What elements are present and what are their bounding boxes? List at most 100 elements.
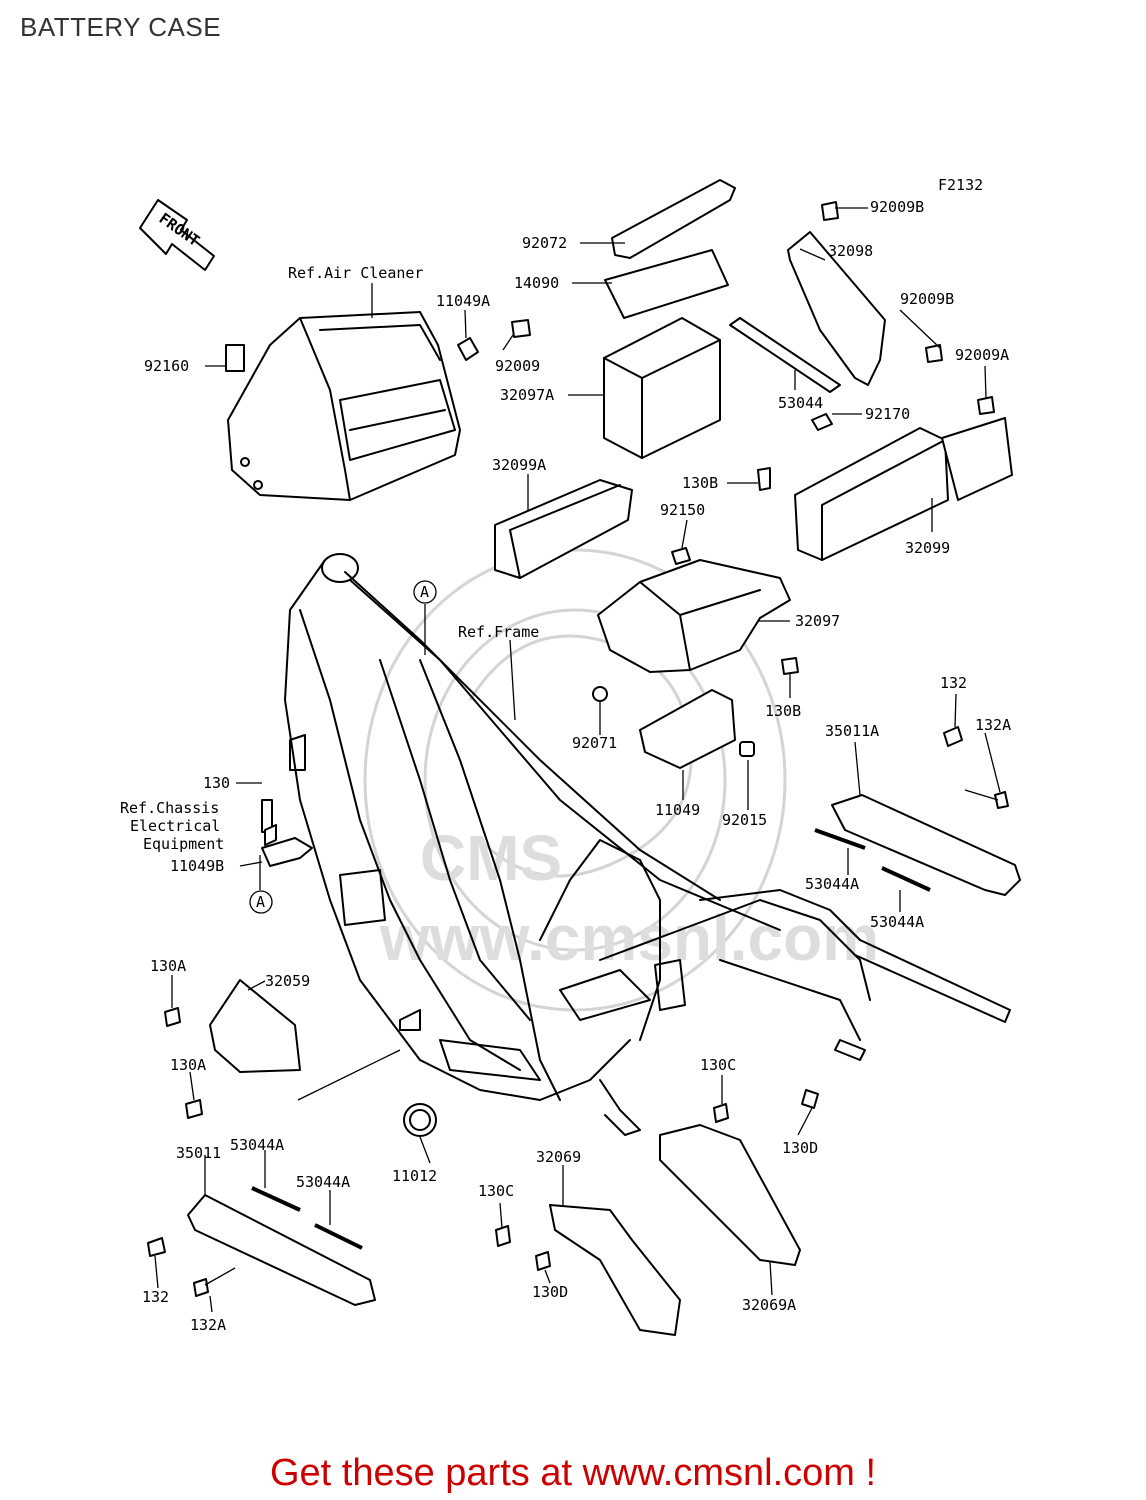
part-label: 32099 xyxy=(905,539,950,557)
part-label: 53044 xyxy=(778,394,823,412)
part-label: 32097 xyxy=(795,612,840,630)
part-53044A-r2 xyxy=(881,866,931,892)
part-92150 xyxy=(671,547,691,565)
part-label: 92009B xyxy=(900,290,954,308)
part-label: 32069A xyxy=(742,1296,796,1314)
part-label: 92009 xyxy=(495,357,540,375)
marker-a-top-label: A xyxy=(420,583,429,601)
part-32099 xyxy=(794,427,949,561)
part-32069A xyxy=(659,1124,801,1266)
marker-a-bottom-label: A xyxy=(256,893,265,911)
part-label: 92150 xyxy=(660,501,705,519)
ref-chassis-line3: Equipment xyxy=(143,835,224,853)
part-label: 11049A xyxy=(436,292,490,310)
part-32099-end xyxy=(941,417,1013,501)
part-92009A xyxy=(977,396,995,415)
part-130C-left xyxy=(495,1225,511,1247)
marker-a-bottom xyxy=(249,890,273,914)
front-arrow-icon: FRONT xyxy=(139,199,215,271)
ref-air-cleaner: Ref.Air Cleaner xyxy=(288,264,423,282)
part-32099A xyxy=(494,479,633,579)
part-label: 32059 xyxy=(265,972,310,990)
footer-link[interactable]: Get these parts at www.cmsnl.com ! xyxy=(269,1452,877,1494)
page-title: BATTERY CASE xyxy=(20,12,222,42)
svg-text:www.cmsnl.com: www.cmsnl.com xyxy=(379,902,879,974)
part-label: 92009A xyxy=(955,346,1009,364)
part-132-right xyxy=(943,726,963,747)
part-130A-bottom xyxy=(185,1099,203,1119)
part-label: 130B xyxy=(682,474,718,492)
part-label: 53044A xyxy=(870,913,924,931)
part-132A-right xyxy=(994,791,1009,809)
ref-frame: Ref.Frame xyxy=(458,623,539,641)
part-labels: 92009B 92072 32098 14090 11049A 92009B 9… xyxy=(142,198,1011,1334)
part-92160 xyxy=(225,344,245,372)
part-130A-top xyxy=(164,1007,181,1027)
part-92071 xyxy=(592,686,608,702)
part-130C-right xyxy=(713,1103,729,1123)
part-32097 xyxy=(597,559,791,673)
part-label: 92071 xyxy=(572,734,617,752)
part-35011A xyxy=(831,794,1021,896)
part-130D-right xyxy=(801,1089,819,1109)
part-label: 132A xyxy=(975,716,1011,734)
part-132-left xyxy=(147,1237,166,1257)
part-92009B-top xyxy=(821,201,839,221)
air-cleaner-part xyxy=(227,311,461,501)
part-label: 130A xyxy=(170,1056,206,1074)
part-53044A-l2 xyxy=(314,1223,363,1250)
leader-lines xyxy=(154,207,1001,1313)
part-53044A-l1 xyxy=(251,1186,301,1212)
marker-a-top xyxy=(413,580,437,604)
part-label: 14090 xyxy=(514,274,559,292)
part-label: 53044A xyxy=(230,1136,284,1154)
part-130B-top xyxy=(757,467,771,491)
part-92072 xyxy=(611,179,736,259)
part-130B xyxy=(781,657,799,675)
part-label: 11049 xyxy=(655,801,700,819)
part-label: 132 xyxy=(940,674,967,692)
part-53044A-r1 xyxy=(814,828,866,850)
part-label: 11012 xyxy=(392,1167,437,1185)
part-bracket xyxy=(264,824,277,846)
ref-chassis-line2: Electrical xyxy=(130,817,220,835)
part-92009B-mid xyxy=(925,344,943,363)
ref-chassis-line1: Ref.Chassis xyxy=(120,799,219,817)
part-11049 xyxy=(639,689,736,769)
part-label: 132A xyxy=(190,1316,226,1334)
part-label: 35011A xyxy=(825,722,879,740)
part-label: 92170 xyxy=(865,405,910,423)
part-label: 92072 xyxy=(522,234,567,252)
part-label: 53044A xyxy=(805,875,859,893)
part-label: 53044A xyxy=(296,1173,350,1191)
part-label: 130A xyxy=(150,957,186,975)
part-32097A xyxy=(603,317,721,459)
part-14090 xyxy=(604,249,729,319)
part-label: 130C xyxy=(700,1056,736,1074)
figure-code: F2132 xyxy=(938,176,983,194)
part-label: 32069 xyxy=(536,1148,581,1166)
part-130D-left xyxy=(535,1251,551,1271)
part-label: 92160 xyxy=(144,357,189,375)
part-132A-left xyxy=(193,1278,209,1297)
part-label: 35011 xyxy=(176,1144,221,1162)
part-11012 xyxy=(403,1103,437,1137)
part-32069 xyxy=(549,1204,681,1336)
part-label: 130 xyxy=(203,774,230,792)
part-11049A xyxy=(457,337,479,361)
part-label: 130D xyxy=(532,1283,568,1301)
part-35011 xyxy=(187,1194,376,1306)
part-11049B xyxy=(261,837,313,867)
part-92170 xyxy=(811,413,833,431)
part-92009 xyxy=(511,319,531,338)
part-label: 132 xyxy=(142,1288,169,1306)
part-label: 130B xyxy=(765,702,801,720)
motorcycle-frame xyxy=(284,553,1011,1136)
part-label: 130C xyxy=(478,1182,514,1200)
part-label: 32097A xyxy=(500,386,554,404)
part-92015 xyxy=(739,741,755,757)
part-53044 xyxy=(729,317,841,393)
part-label: 92009B xyxy=(870,198,924,216)
part-32098 xyxy=(787,231,886,386)
part-label: 130D xyxy=(782,1139,818,1157)
